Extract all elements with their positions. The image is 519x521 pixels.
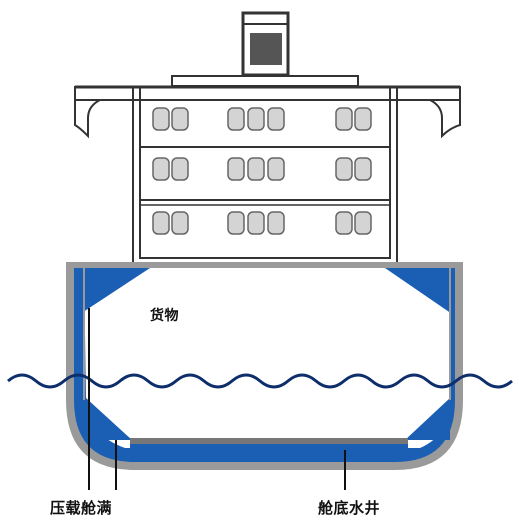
cargo-label: 货物 (150, 308, 179, 324)
window-row-1 (152, 107, 372, 131)
cargo-hold (84, 268, 450, 448)
hopper-tank-left (86, 398, 132, 440)
wing-tank-left (74, 268, 150, 318)
top-deck (171, 75, 359, 87)
bilge-well-label: 舱底水井 (318, 499, 381, 517)
ballast-tank-label: 压载舱满 (50, 499, 113, 517)
window-row-2 (152, 157, 372, 181)
hopper-tank-right (405, 398, 450, 440)
funnel (241, 11, 290, 77)
waterline-wave (7, 373, 513, 389)
tank-top (130, 438, 408, 444)
window-row-3 (152, 211, 372, 235)
wing-tank-right (385, 268, 455, 316)
